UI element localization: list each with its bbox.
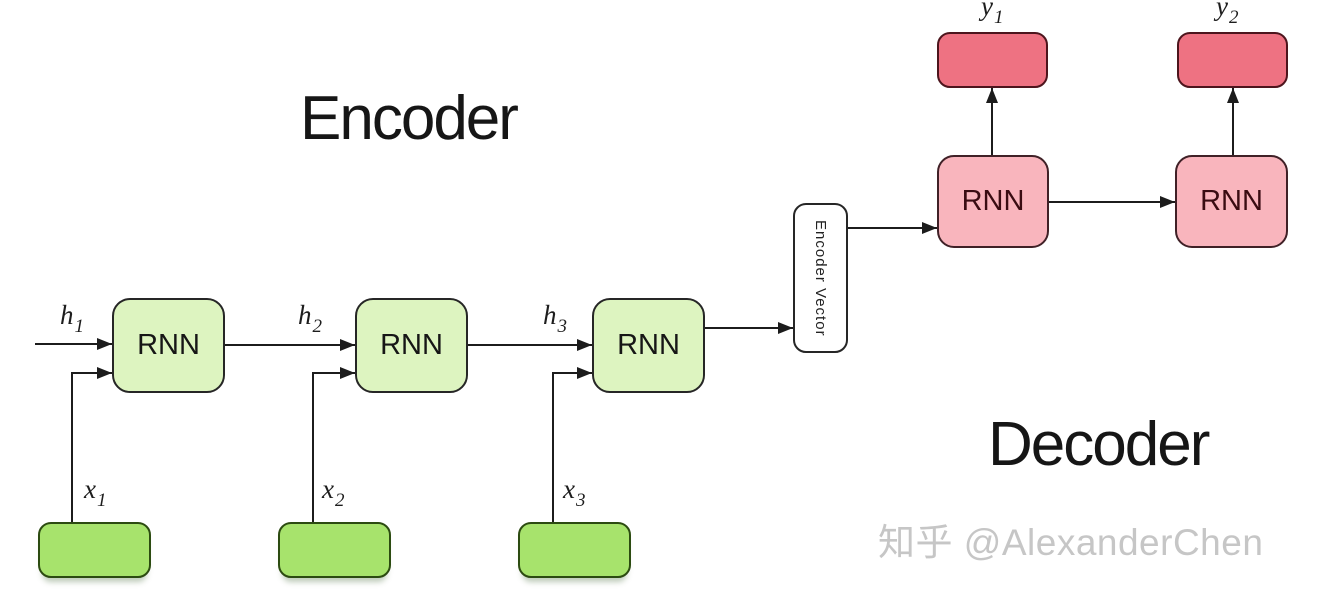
decoder-title: Decoder bbox=[988, 410, 1210, 479]
h2-label: h2 bbox=[298, 300, 322, 338]
y2-label: y2 bbox=[1216, 0, 1239, 29]
input-box-1 bbox=[38, 522, 151, 578]
encoder-rnn-box-1: RNN bbox=[112, 298, 225, 393]
encoder-title: Encoder bbox=[300, 84, 519, 153]
rnn-label: RNN bbox=[961, 185, 1025, 217]
rnn-label: RNN bbox=[1200, 185, 1263, 217]
x3-label: x3 bbox=[563, 474, 586, 512]
decoder-rnn-box-2: RNN bbox=[1175, 155, 1288, 248]
decoder-rnn-box-1: RNN bbox=[937, 155, 1049, 248]
encoder-rnn-box-2: RNN bbox=[355, 298, 468, 393]
rnn-label: RNN bbox=[617, 329, 680, 361]
output-box-2 bbox=[1177, 32, 1288, 88]
rnn-label: RNN bbox=[137, 329, 200, 361]
rnn-label: RNN bbox=[380, 329, 443, 361]
y1-label: y1 bbox=[981, 0, 1004, 29]
x1-label: x1 bbox=[84, 474, 107, 512]
h1-label: h1 bbox=[60, 300, 84, 338]
encoder-vector-box: Encoder Vector bbox=[793, 203, 848, 353]
x2-label: x2 bbox=[322, 474, 345, 512]
output-box-1 bbox=[937, 32, 1048, 88]
input-box-3 bbox=[518, 522, 631, 578]
encoder-rnn-box-3: RNN bbox=[592, 298, 705, 393]
input-box-2 bbox=[278, 522, 391, 578]
h3-label: h3 bbox=[543, 300, 567, 338]
zhihu-watermark: 知乎 @AlexanderChen bbox=[878, 522, 1264, 563]
encoder-vector-label: Encoder Vector bbox=[812, 219, 829, 337]
